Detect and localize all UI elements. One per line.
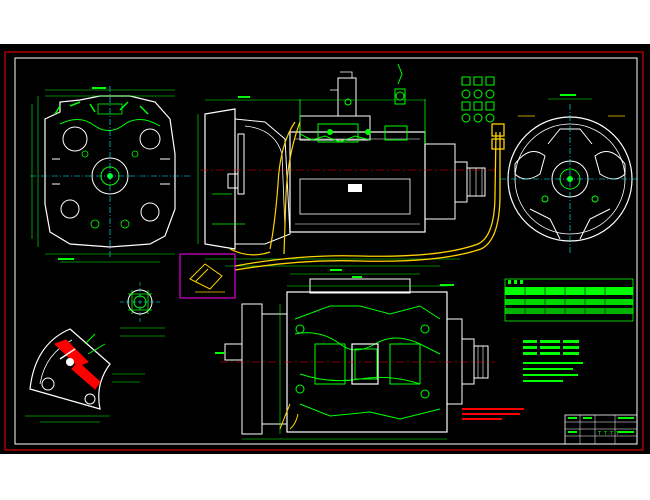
cad-drawing-svg: T T T T (4, 51, 644, 451)
title-block: T T T T (564, 414, 638, 445)
detail-gear-view (120, 282, 165, 337)
red-note-text (462, 408, 524, 420)
title-block-label: T T T T (598, 431, 619, 437)
specification-table (504, 278, 634, 322)
top-plan-view (220, 278, 495, 440)
front-end-view (30, 86, 190, 263)
rear-end-view (500, 98, 640, 254)
symbol-legend-grid (461, 76, 495, 123)
dimension-marks (58, 87, 576, 354)
drawing-frame (4, 51, 644, 451)
hydraulic-pipe (234, 123, 505, 271)
detail-callout-box (179, 253, 236, 299)
notes-block (523, 340, 583, 382)
cad-drawing-canvas[interactable]: T T T T (0, 44, 650, 454)
side-elevation-view (197, 63, 495, 275)
detail-sector-view (25, 328, 145, 423)
